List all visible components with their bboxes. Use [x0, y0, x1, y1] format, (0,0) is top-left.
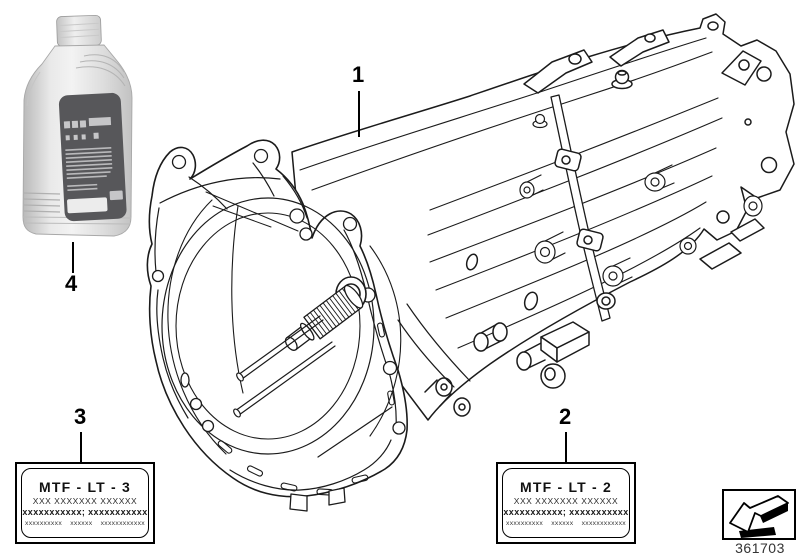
- spec-line: XXX XXXXXXX XXXXXX: [32, 496, 138, 506]
- top-ear-hole: [707, 21, 719, 31]
- spec-line: XXX XXXXXXX XXXXXX: [513, 496, 619, 506]
- page-turn-arrow-icon: [729, 495, 789, 538]
- callout-2[interactable]: 2: [559, 404, 572, 429]
- bottle-label: [58, 92, 127, 222]
- callout-4[interactable]: 4: [65, 271, 78, 296]
- bell-flange-slots: [217, 322, 395, 496]
- label-mtf-lt-2: MTF - LT - 2 XXX XXXXXXX XXXXXX xxxxxxxx…: [496, 462, 636, 544]
- bottle-cap: [56, 14, 102, 47]
- bell-flange-holes: [151, 148, 406, 435]
- label-mtf-lt-3: MTF - LT - 3 XXX XXXXXXX XXXXXX xxxxxxxx…: [15, 462, 155, 544]
- bolt-bosses: [519, 113, 763, 287]
- page-turn-arrow-box: [722, 489, 796, 540]
- callout-line-2: [565, 432, 567, 462]
- spec-line: xxxxxxxxxx xxxxxx xxxxxxxxxxxx: [25, 520, 145, 527]
- oil-bottle: [22, 14, 133, 237]
- callout-1[interactable]: 1: [352, 62, 365, 87]
- spec-line: xxxxxxxxxxx; xxxxxxxxxxx: [22, 507, 148, 517]
- doc-number: 361703: [735, 540, 785, 556]
- mount-block: [540, 321, 590, 363]
- callout-line-4: [72, 242, 74, 273]
- label-mtf-lt-3-inner: MTF - LT - 3 XXX XXXXXXX XXXXXX xxxxxxxx…: [21, 468, 149, 538]
- spec-title: MTF - LT - 2: [520, 479, 612, 495]
- label-mtf-lt-2-inner: MTF - LT - 2 XXX XXXXXXX XXXXXX xxxxxxxx…: [502, 468, 630, 538]
- filler-plug: [611, 69, 633, 90]
- selector-rods: [233, 315, 393, 458]
- callout-line-3: [80, 432, 82, 462]
- flange-bolt-hole: [756, 66, 772, 82]
- spec-title: MTF - LT - 3: [39, 479, 131, 495]
- flange-bolt-hole: [716, 210, 730, 224]
- callout-3[interactable]: 3: [74, 404, 87, 429]
- spec-line: xxxxxxxxxx xxxxxx xxxxxxxxxxxx: [506, 520, 626, 527]
- flange-bolt-hole: [744, 118, 752, 126]
- spec-line: xxxxxxxxxxx; xxxxxxxxxxx: [503, 507, 629, 517]
- bell-housing: [146, 139, 471, 512]
- callout-line-1: [358, 91, 360, 137]
- flange-bolt-hole: [760, 156, 778, 174]
